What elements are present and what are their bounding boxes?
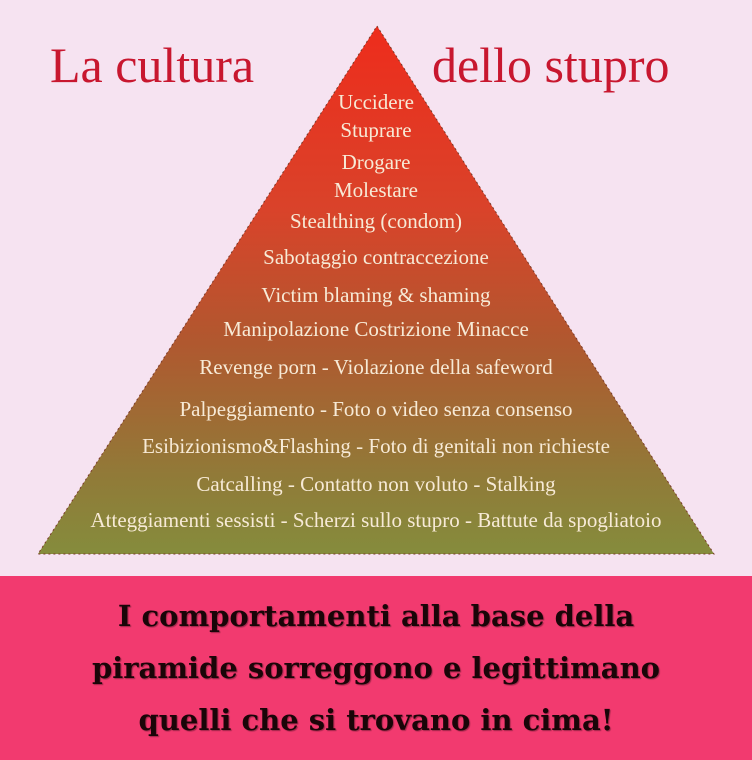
message-line: I comportamenti alla base della xyxy=(117,599,635,633)
pyramid-level: Atteggiamenti sessisti - Scherzi sullo s… xyxy=(90,508,662,532)
title-right: dello stupro xyxy=(432,37,670,93)
pyramid-level: Palpeggiamento - Foto o video senza cons… xyxy=(179,397,573,421)
pyramid-level: Esibizionismo&Flashing - Foto di genital… xyxy=(142,434,610,458)
pyramid-level: Uccidere xyxy=(338,90,414,114)
pyramid-level: Sabotaggio contraccezione xyxy=(263,245,489,269)
pyramid-level: Catcalling - Contatto non voluto - Stalk… xyxy=(196,472,556,496)
message-line: quelli che si trovano in cima! xyxy=(138,703,614,737)
pyramid-level: Stealthing (condom) xyxy=(289,209,463,233)
pyramid-shape xyxy=(37,25,715,555)
pyramid-level: Molestare xyxy=(334,178,418,202)
message-line: piramide sorreggono e legittimano xyxy=(91,651,660,685)
pyramid-level: Drogare xyxy=(341,150,411,174)
pyramid-level: Revenge porn - Violazione della safeword xyxy=(199,355,553,379)
pyramid xyxy=(37,25,715,555)
title-left: La cultura xyxy=(50,37,255,93)
pyramid-level: Victim blaming & shaming xyxy=(261,283,491,307)
pyramid-level: Manipolazione Costrizione Minacce xyxy=(223,317,529,341)
message-band: I comportamenti alla base della piramide… xyxy=(0,576,752,760)
pyramid-level: Stuprare xyxy=(340,118,412,142)
